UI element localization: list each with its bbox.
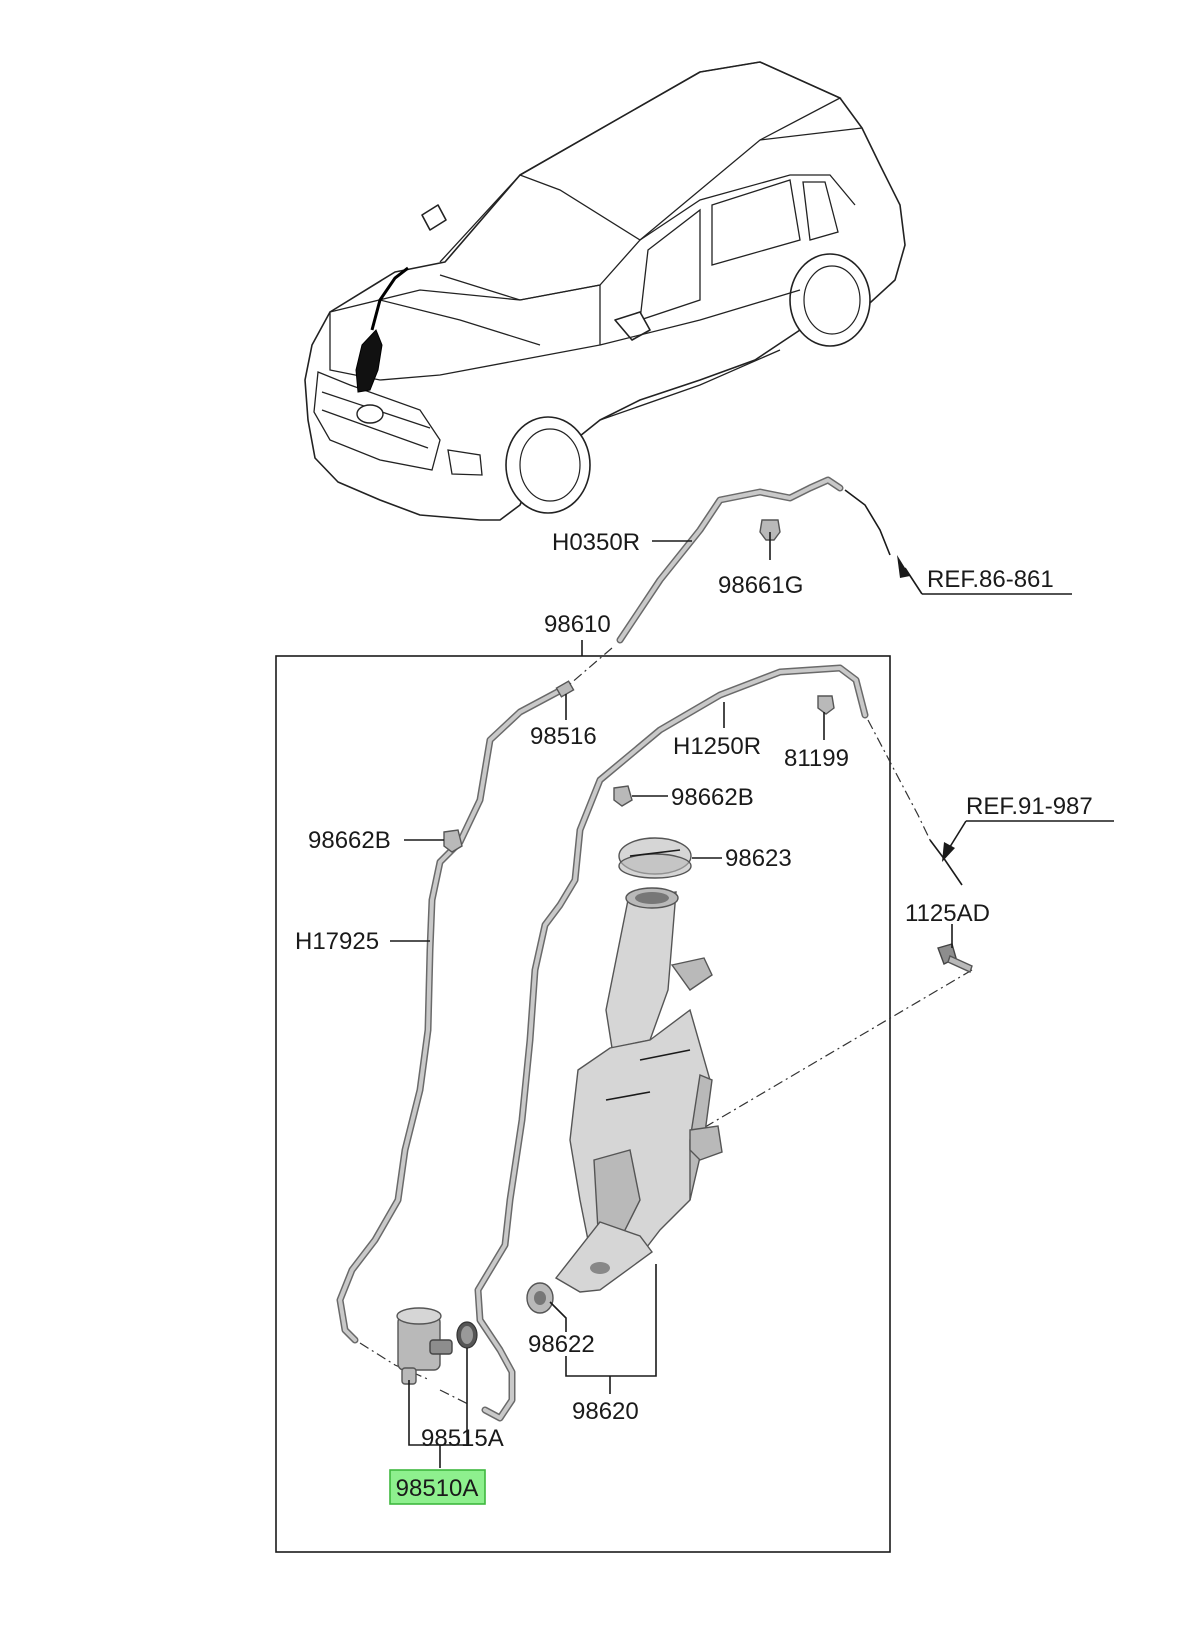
label-81199[interactable]: 81199 <box>784 745 849 772</box>
clip-98661g <box>759 519 781 541</box>
vehicle-illustration <box>304 61 906 521</box>
label-98610[interactable]: 98610 <box>544 611 611 638</box>
label-1125ad[interactable]: 1125AD <box>905 900 990 927</box>
centerline-pump-left <box>359 1342 431 1381</box>
highlight-98510a[interactable]: 98510A <box>389 1469 486 1505</box>
hose-h0350r <box>616 476 891 644</box>
label-98620[interactable]: 98620 <box>572 1398 639 1425</box>
label-h17925[interactable]: H17925 <box>295 928 379 955</box>
label-98510a[interactable]: 98510A <box>396 1475 479 1502</box>
clip-98662b-left <box>443 829 463 853</box>
leader-lines <box>390 532 1114 1468</box>
connector-98516 <box>555 680 575 698</box>
centerline-pump-right <box>439 1389 471 1406</box>
bolt-1125ad <box>937 943 973 973</box>
clip-98662b-right <box>613 785 633 807</box>
label-98661g[interactable]: 98661G <box>718 572 803 599</box>
label-ref-91-987[interactable]: REF.91-987 <box>966 793 1093 820</box>
hose-h17925 <box>336 684 569 1344</box>
filler-cap-98623 <box>618 837 692 879</box>
centerline-1125ad <box>699 969 973 1131</box>
label-98623[interactable]: 98623 <box>725 845 792 872</box>
detail-frame <box>275 655 891 1553</box>
pump-98510a <box>396 1307 453 1385</box>
centerline-98516 <box>569 647 613 685</box>
hose-h1250r <box>474 664 869 1422</box>
centerline-ref91 <box>867 719 931 841</box>
label-98622[interactable]: 98622 <box>528 1331 595 1358</box>
clip-81199 <box>817 695 835 715</box>
highlight-box <box>389 1469 486 1505</box>
label-98516[interactable]: 98516 <box>530 723 597 750</box>
label-98515a[interactable]: 98515A <box>421 1425 504 1452</box>
label-h0350r[interactable]: H0350R <box>552 529 640 556</box>
label-98662b-left[interactable]: 98662B <box>308 827 391 854</box>
grommet-98622 <box>526 1282 554 1314</box>
label-ref-86-861[interactable]: REF.86-861 <box>927 566 1054 593</box>
filter-98515a <box>456 1321 478 1349</box>
label-98662b-right[interactable]: 98662B <box>671 784 754 811</box>
washer-reservoir-98620 <box>554 887 723 1293</box>
label-h1250r[interactable]: H1250R <box>673 733 761 760</box>
